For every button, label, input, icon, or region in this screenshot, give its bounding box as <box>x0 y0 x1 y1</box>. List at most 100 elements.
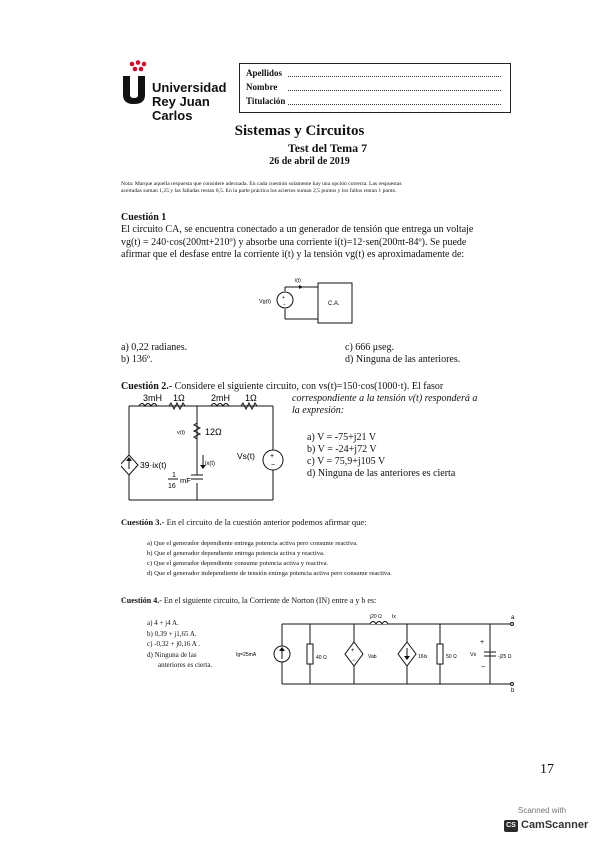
svg-text:+: + <box>480 639 484 646</box>
titulacion-field[interactable] <box>288 104 501 105</box>
university-name-line2: Rey Juan Carlos <box>152 94 210 123</box>
q1-option-a[interactable]: a) 0,22 radianes. <box>121 342 188 353</box>
q2-option-a[interactable]: a) V = -75+j21 V <box>307 432 377 443</box>
q1-option-b[interactable]: b) 136º. <box>121 354 153 365</box>
q2-option-b[interactable]: b) V = -24+j72 V <box>307 444 377 455</box>
svg-text:−: − <box>481 664 485 671</box>
q3-statement: Cuestión 3.- En el circuito de la cuesti… <box>121 517 367 527</box>
q2-cap-num: 1 <box>172 472 176 479</box>
q2-option-d[interactable]: d) Ninguna de las anteriores es cierta <box>307 468 456 479</box>
camscanner-watermark: Scanned with CS CamScanner <box>504 806 588 838</box>
q2-r1-label: 1Ω <box>173 393 185 403</box>
q2-vt-label: v(t) <box>177 430 185 436</box>
q4-dep-label: 16Ix <box>418 654 428 660</box>
apellidos-label: Apellidos <box>246 68 283 78</box>
page-title: Sistemas y Circuitos <box>234 123 365 139</box>
q2-r12-label: 12Ω <box>205 427 222 437</box>
q4-option-d[interactable]: d) Ninguna de las <box>147 650 197 659</box>
svg-text:−: − <box>283 302 286 308</box>
q2-cap-den: 16 <box>168 483 176 490</box>
dependent-voltage-source-icon <box>344 641 364 667</box>
q2-line2: correspondiente a la tensión v(t) respon… <box>292 393 478 404</box>
q3-heading: Cuestión 3.- <box>121 517 165 527</box>
resistor-40ohm-icon <box>306 643 314 665</box>
nombre-field[interactable] <box>288 90 501 91</box>
q1-heading: Cuestión 1 <box>121 212 167 223</box>
q4-r50-label: 50 Ω <box>446 654 457 660</box>
resistor-12ohm-icon <box>192 422 202 440</box>
resistor-1ohm-a-icon <box>168 401 186 411</box>
titulacion-label: Titulación <box>246 96 286 106</box>
q2-line3: la expresión: <box>292 405 345 416</box>
svg-text:+: + <box>270 453 274 460</box>
q1-circuit-diagram: +− i(t) Vg(t) C.A. <box>259 278 353 324</box>
student-info-form: Apellidos Nombre Titulación <box>239 63 511 113</box>
q1-option-c[interactable]: c) 666 μseg. <box>345 342 394 353</box>
camscanner-brand: CamScanner <box>521 819 589 831</box>
q4-ig-label: Ig=25mA <box>236 652 257 658</box>
q4-option-b[interactable]: b) 0,39 + j1,65 A. <box>147 629 197 638</box>
instructions-note: Nota: Marque aquella respuesta que consi… <box>121 181 402 194</box>
university-logo: Universidad Rey Juan Carlos <box>118 60 238 123</box>
svg-text:−: − <box>271 462 275 469</box>
q4-circuit-diagram: + − Ig=25mA 40 Ω Vab j20 Ω Ix 16Ix 50 Ω V… <box>236 614 515 692</box>
q1-source-label: Vg(t) <box>259 299 271 305</box>
q2-option-c[interactable]: c) V = 75,9+j105 V <box>307 456 386 467</box>
svg-text:+: + <box>351 648 355 654</box>
scanned-with-text: Scanned with <box>518 806 567 815</box>
q4-terminal-a: a <box>511 615 515 621</box>
q2-cap-unit: mF <box>180 476 191 485</box>
inductor-j20-icon <box>369 621 389 625</box>
exam-date: 26 de abril de 2019 <box>269 156 350 167</box>
ix-arrow-icon <box>200 465 206 469</box>
q2-l2-label: 2mH <box>211 393 230 403</box>
apellidos-field[interactable] <box>288 76 501 77</box>
q2-dep-label: 39·ix(t) <box>140 460 167 470</box>
q2-circuit-diagram: + − 3mH 1Ω 2mH 1Ω v(t) 12Ω ix(t) 39·ix(t)… <box>121 393 284 501</box>
q2-heading: Cuestión 2.- <box>121 381 173 392</box>
q4-statement: Cuestión 4.- En el siguiente circuito, l… <box>121 596 377 605</box>
inductor-2mh-icon <box>210 403 230 407</box>
voltage-source-vs-icon <box>262 449 284 471</box>
q4-cap-label: -j25 Ω <box>498 654 512 660</box>
current-arrow-icon <box>299 285 303 289</box>
q4-r40-label: 40 Ω <box>316 655 327 661</box>
university-name-line1: Universidad <box>152 80 227 95</box>
voltage-source-icon <box>276 291 294 309</box>
q1-statement: El circuito CA, se encuentra conectado a… <box>121 224 474 260</box>
q2-line1: Cuestión 2.- Considere el siguiente circ… <box>121 381 444 392</box>
page-subtitle: Test del Tema 7 <box>287 141 368 155</box>
q4-j20-label: j20 Ω <box>369 614 382 620</box>
q2-l1-label: 3mH <box>143 393 162 403</box>
svg-text:−: − <box>352 658 356 664</box>
q3-option-a[interactable]: a) Que el generador dependiente entrega … <box>147 540 358 547</box>
q2-vs-label: Vs(t) <box>237 451 255 461</box>
q4-heading: Cuestión 4.- <box>121 596 162 605</box>
q1-option-d[interactable]: d) Ninguna de las anteriores. <box>345 354 461 365</box>
camscanner-logo-icon: CS <box>504 820 518 832</box>
ca-box <box>317 282 353 324</box>
q4-option-c[interactable]: c) -0,32 + j0,16 A . <box>147 640 200 648</box>
resistor-1ohm-b-icon <box>240 401 258 411</box>
q4-option-a[interactable]: a) 4 + j4 A. <box>147 619 179 627</box>
q1-current-label: i(t) <box>295 278 301 284</box>
svg-text:+: + <box>282 295 285 301</box>
nombre-label: Nombre <box>246 82 278 92</box>
q4-terminal-b: b <box>511 688 515 692</box>
q3-option-c[interactable]: c) Que el generador dependiente consume … <box>147 560 329 567</box>
q2-r2-label: 1Ω <box>245 393 257 403</box>
inductor-3mh-icon <box>138 403 158 407</box>
q3-option-b[interactable]: b) Que el generador dependiente entrega … <box>147 550 325 557</box>
page-number: 17 <box>540 762 554 777</box>
q4-option-d-cont: anteriores es cierta. <box>158 661 213 669</box>
resistor-50ohm-icon <box>436 643 444 665</box>
q3-option-d[interactable]: d) Que el generador independiente de ten… <box>147 570 392 577</box>
q4-options: a) 4 + j4 A. b) 0,39 + j1,65 A. c) -0,32… <box>147 618 212 671</box>
q4-vx-label: Vx <box>470 652 477 658</box>
u-letter-icon <box>123 76 145 104</box>
crown-icon <box>129 60 147 72</box>
q1-box-label: C.A. <box>328 301 340 307</box>
q4-vab-label: Vab <box>368 654 377 660</box>
q2-ix-label: ix(t) <box>205 461 215 467</box>
q4-ix-label: Ix <box>392 614 396 620</box>
